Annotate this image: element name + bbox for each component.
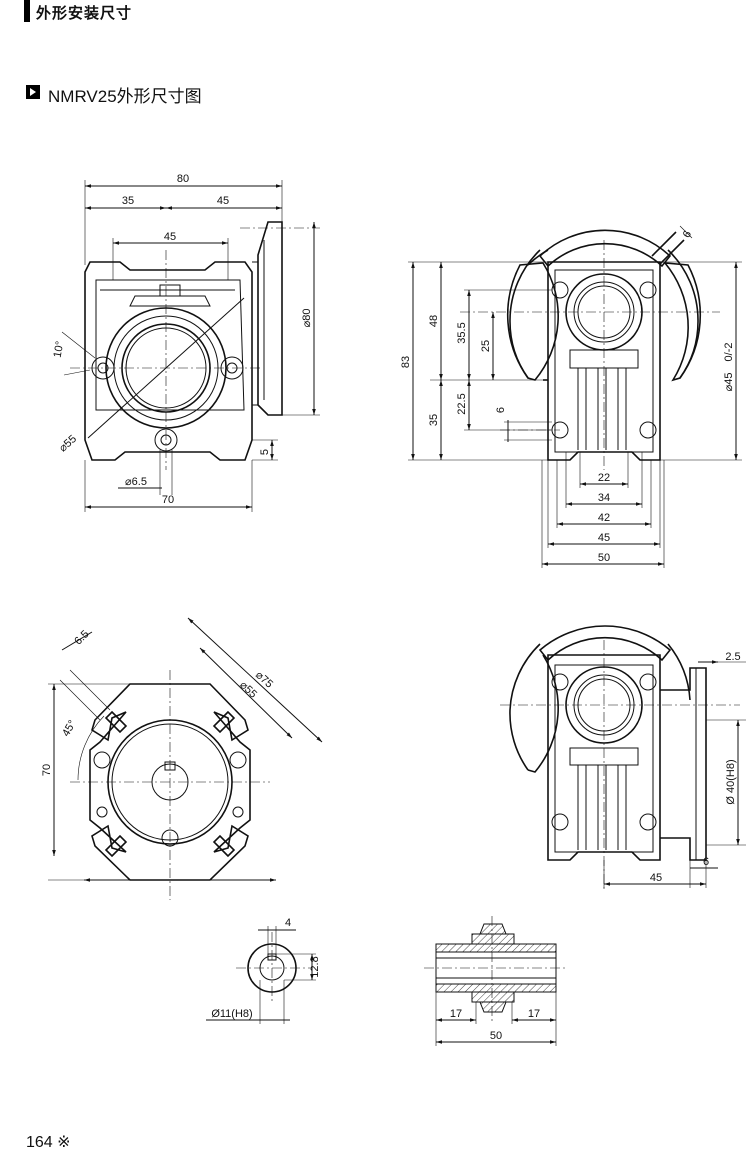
dim-side-length: 45 (650, 872, 662, 884)
dim-ear-thick: 6 (681, 229, 694, 240)
dim-base-width: 70 (162, 494, 174, 506)
dim-side-offset: 6 (703, 856, 709, 868)
dim-flange-angle: 45° (60, 718, 79, 738)
dim-w22: 22 (598, 472, 610, 484)
flange-face-view: 6.5 45° ⌀75 ⌀55 70 (41, 617, 323, 900)
dim-key-width: 4 (285, 917, 291, 929)
dim-spigot: Ø 40(H8) (725, 759, 737, 804)
dim-overall-height: 83 (400, 356, 412, 368)
dim-flange-spigot: ⌀45 (723, 373, 735, 392)
dim-slot-width: 6.5 (72, 628, 91, 647)
side-view: 6 83 48 35 35.5 25 22.5 6 ⌀45 0/-2 (400, 225, 742, 568)
shaft-detail: 17 17 50 (424, 916, 568, 1046)
dim-shaft-total: 50 (490, 1030, 502, 1042)
dim-shaft-left: 17 (450, 1008, 462, 1020)
dim-w45: 45 (598, 532, 610, 544)
drawing-title: NMRV25外形尺寸图 (48, 87, 202, 106)
dim-w42: 42 (598, 512, 610, 524)
bore-detail: 4 12.8 Ø11(H8) (206, 917, 321, 1024)
dim-left-half: 35 (122, 195, 134, 207)
dim-flange-pcd: ⌀55 (237, 679, 259, 701)
dim-bore: Ø11(H8) (211, 1008, 252, 1020)
dim-angle: 10° (52, 340, 67, 358)
dim-base-thick: 5 (259, 449, 271, 455)
dim-top-inner: 45 (164, 231, 176, 243)
dim-w50: 50 (598, 552, 610, 564)
dim-key-depth: 12.8 (309, 956, 321, 977)
dim-flange-thick: 2.5 (725, 651, 740, 663)
page-number: 164 ※ (26, 1134, 71, 1151)
dim-flange-dia: ⌀80 (301, 309, 313, 328)
dim-spigot-tol: 0/-2 (723, 343, 735, 362)
dim-axis-gap: 25 (480, 340, 492, 352)
dim-right-half: 45 (217, 195, 229, 207)
dim-pcd: ⌀55 (57, 433, 79, 455)
front-view: 80 35 45 45 ⌀80 10° ⌀55 ⌀6.5 70 5 (52, 173, 320, 512)
dim-hole: ⌀6.5 (125, 476, 147, 488)
dim-flange-height: 70 (41, 764, 53, 776)
dim-key-offset: 6 (495, 407, 507, 413)
side-flange-view: 2.5 Ø 40(H8) 6 45 (500, 625, 746, 890)
header-bar (24, 0, 30, 22)
dim-lower: 35 (428, 414, 440, 426)
dim-shaft-right: 17 (528, 1008, 540, 1020)
dim-w34: 34 (598, 492, 610, 504)
dim-outer-dia: ⌀75 (253, 669, 275, 691)
dim-upper: 48 (428, 315, 440, 327)
play-arrow-icon (26, 85, 40, 99)
dim-axis-upper: 35.5 (456, 322, 468, 343)
dim-axis-lower: 22.5 (456, 393, 468, 414)
dim-overall-width: 80 (177, 173, 189, 185)
section-title: 外形安装尺寸 (36, 4, 133, 22)
